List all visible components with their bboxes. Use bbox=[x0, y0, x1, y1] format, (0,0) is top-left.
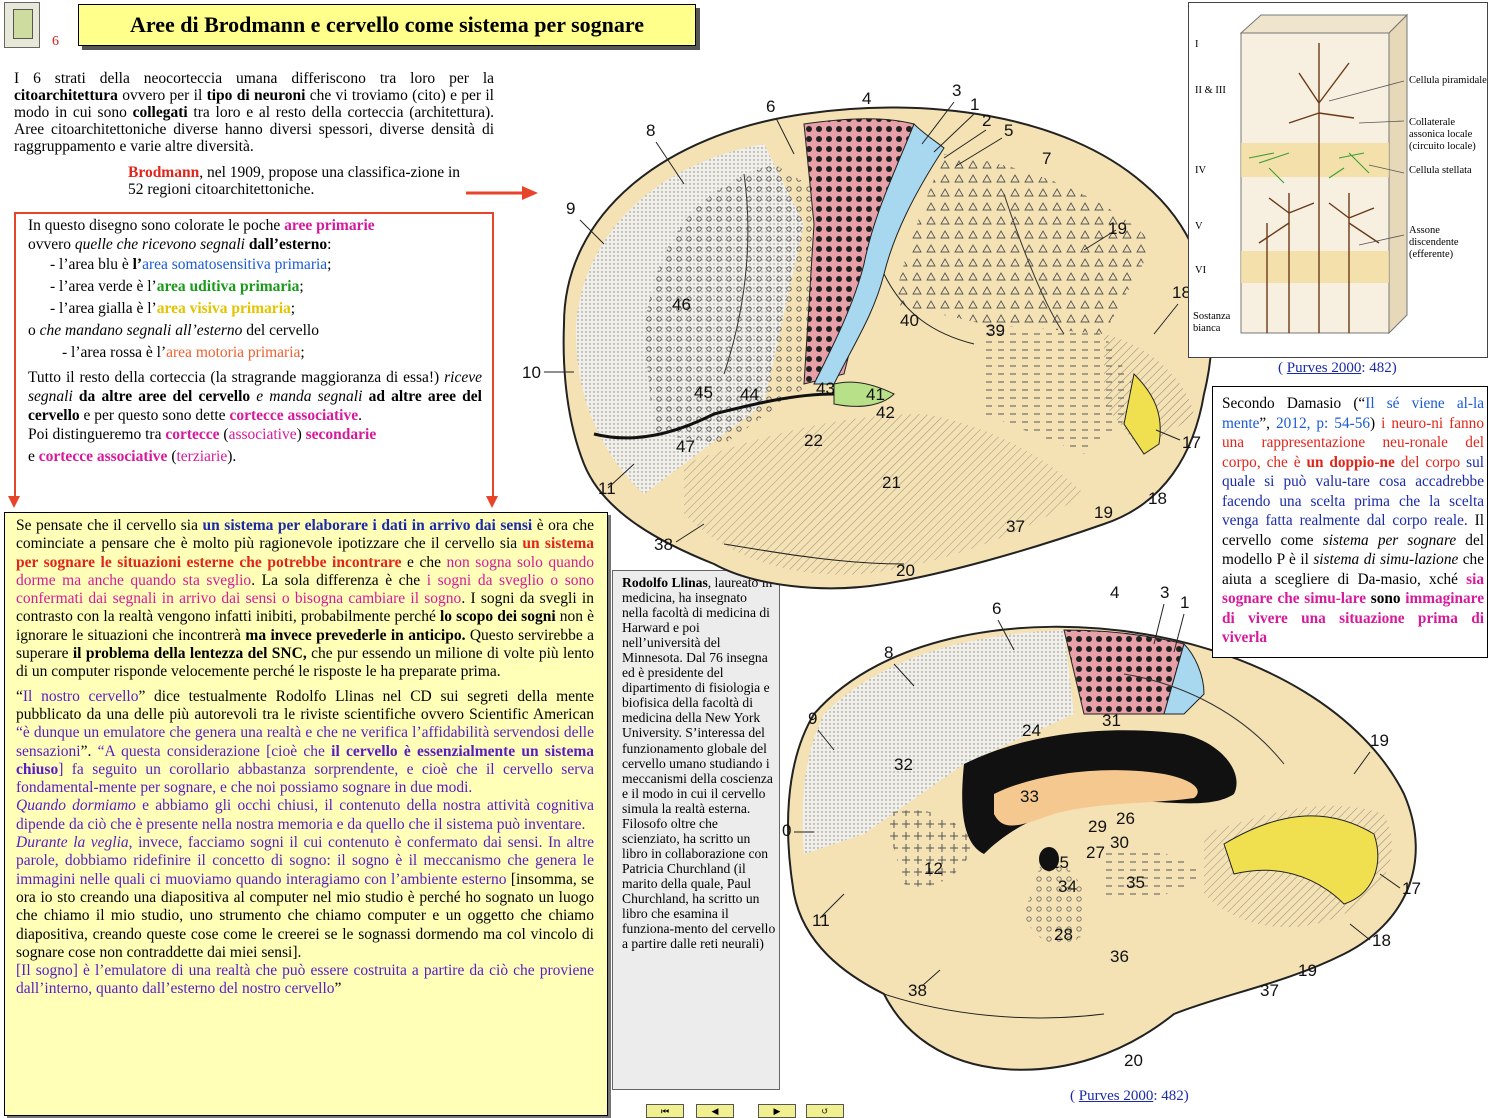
svg-text:45: 45 bbox=[694, 383, 713, 402]
svg-text:37: 37 bbox=[1260, 981, 1279, 1000]
svg-text:17: 17 bbox=[1402, 879, 1421, 898]
svg-text:20: 20 bbox=[896, 561, 915, 580]
primary-areas-box: In questo disegno sono colorate le poche… bbox=[14, 212, 494, 498]
svg-text:30: 30 bbox=[1110, 833, 1129, 852]
document-icon[interactable] bbox=[4, 2, 40, 48]
svg-text:10: 10 bbox=[522, 363, 541, 382]
svg-text:33: 33 bbox=[1020, 787, 1039, 806]
citation-top: ( Purves 2000: 482) bbox=[1278, 360, 1397, 376]
svg-text:44: 44 bbox=[740, 385, 759, 404]
layer-label-white-matter: Sostanza bianca bbox=[1193, 311, 1231, 334]
svg-text:3: 3 bbox=[952, 81, 961, 100]
svg-text:29: 29 bbox=[1088, 817, 1107, 836]
arrow-down-left bbox=[8, 496, 20, 508]
svg-text:8: 8 bbox=[646, 121, 655, 140]
medial-brain-view bbox=[787, 625, 1417, 1071]
svg-text:2: 2 bbox=[982, 111, 991, 130]
area-green-item: - l’area verde è l’area uditiva primaria… bbox=[50, 278, 304, 295]
svg-text:32: 32 bbox=[894, 755, 913, 774]
svg-text:26: 26 bbox=[1116, 809, 1135, 828]
layer-label-i: I bbox=[1195, 39, 1199, 50]
svg-text:0: 0 bbox=[782, 821, 791, 840]
svg-text:34: 34 bbox=[1058, 877, 1077, 896]
svg-text:46: 46 bbox=[672, 295, 691, 314]
svg-text:6: 6 bbox=[766, 97, 775, 116]
cortex-layers-figure: I II & III IV V VI Sostanza bianca Cellu… bbox=[1188, 2, 1488, 358]
svg-text:39: 39 bbox=[986, 321, 1005, 340]
svg-text:41: 41 bbox=[866, 385, 885, 404]
svg-text:43: 43 bbox=[816, 379, 835, 398]
label-pyramidal-cell: Cellula piramidale bbox=[1409, 75, 1487, 86]
damasio-box: Secondo Damasio (“Il sé viene al-la ment… bbox=[1212, 386, 1488, 658]
label-descending-axon: Assone discendente (efferente) bbox=[1409, 225, 1459, 260]
nav-next-button[interactable]: ▶ bbox=[758, 1104, 796, 1118]
svg-text:22: 22 bbox=[804, 431, 823, 450]
svg-text:19: 19 bbox=[1094, 503, 1113, 522]
lateral-brain-view bbox=[562, 106, 1213, 590]
svg-text:18: 18 bbox=[1148, 489, 1167, 508]
svg-text:9: 9 bbox=[566, 199, 575, 218]
brodmann-note: Brodmann, nel 1909, propose una classifi… bbox=[128, 164, 461, 198]
svg-text:3: 3 bbox=[1160, 583, 1169, 602]
citation-top-link[interactable]: Purves 2000 bbox=[1286, 360, 1362, 376]
label-local-collateral: Collaterale assonica locale (circuito lo… bbox=[1409, 117, 1476, 152]
svg-text:4: 4 bbox=[862, 89, 871, 108]
svg-text:19: 19 bbox=[1370, 731, 1389, 750]
area-red-item: - l’area rossa è l’area motoria primaria… bbox=[62, 344, 305, 361]
svg-text:47: 47 bbox=[676, 437, 695, 456]
svg-text:9: 9 bbox=[808, 709, 817, 728]
svg-text:18: 18 bbox=[1372, 931, 1391, 950]
layer-label-vi: VI bbox=[1195, 265, 1207, 276]
nav-prev-button[interactable]: ◀ bbox=[696, 1104, 734, 1118]
svg-text:1: 1 bbox=[1180, 593, 1189, 612]
layer-label-ii-iii: II & III bbox=[1195, 85, 1226, 96]
page-title: Aree di Brodmann e cervello come sistema… bbox=[78, 4, 696, 46]
label-stellate-cell: Cellula stellata bbox=[1409, 165, 1472, 176]
svg-text:25: 25 bbox=[1050, 853, 1069, 872]
llinas-bio-box: Rodolfo Llinas, laureato in medicina, ha… bbox=[612, 570, 780, 1090]
svg-text:42: 42 bbox=[876, 403, 895, 422]
svg-text:37: 37 bbox=[1006, 517, 1025, 536]
svg-text:35: 35 bbox=[1126, 873, 1145, 892]
svg-text:8: 8 bbox=[884, 643, 893, 662]
page-number: 6 bbox=[52, 34, 59, 49]
svg-text:24: 24 bbox=[1022, 721, 1041, 740]
svg-text:40: 40 bbox=[900, 311, 919, 330]
citation-bottom: ( Purves 2000: 482) bbox=[1070, 1088, 1189, 1104]
svg-text:19: 19 bbox=[1298, 961, 1317, 980]
svg-text:19: 19 bbox=[1108, 219, 1127, 238]
intro-paragraph: I 6 strati della neocorteccia umana diff… bbox=[14, 70, 494, 155]
layer-label-iv: IV bbox=[1195, 165, 1207, 176]
svg-text:6: 6 bbox=[992, 599, 1001, 618]
layer-label-v: V bbox=[1195, 221, 1203, 232]
svg-text:38: 38 bbox=[654, 535, 673, 554]
svg-text:18: 18 bbox=[1172, 283, 1191, 302]
svg-text:36: 36 bbox=[1110, 947, 1129, 966]
svg-text:7: 7 bbox=[1042, 149, 1051, 168]
arrow-down-right bbox=[486, 496, 498, 508]
citation-bottom-link[interactable]: Purves 2000 bbox=[1078, 1088, 1154, 1104]
nav-first-button[interactable]: ⏮ bbox=[646, 1104, 684, 1118]
svg-text:12: 12 bbox=[924, 859, 943, 878]
svg-text:5: 5 bbox=[1004, 121, 1013, 140]
svg-text:28: 28 bbox=[1054, 925, 1073, 944]
svg-text:11: 11 bbox=[598, 479, 616, 498]
svg-text:31: 31 bbox=[1102, 711, 1121, 730]
svg-text:21: 21 bbox=[882, 473, 901, 492]
area-blue-item: - l’area blu è l’area somatosensitiva pr… bbox=[50, 256, 332, 273]
arrow-to-brain bbox=[466, 186, 538, 200]
svg-text:27: 27 bbox=[1086, 843, 1105, 862]
dream-system-box: Se pensate che il cervello sia un sistem… bbox=[4, 512, 608, 1116]
svg-text:1: 1 bbox=[970, 95, 979, 114]
nav-back-button[interactable]: ↺ bbox=[806, 1104, 844, 1118]
svg-text:20: 20 bbox=[1124, 1051, 1143, 1070]
area-yellow-item: - l’area gialla è l’area visiva primaria… bbox=[50, 300, 296, 317]
svg-text:4: 4 bbox=[1110, 583, 1119, 602]
svg-text:11: 11 bbox=[812, 911, 830, 930]
svg-text:17: 17 bbox=[1182, 433, 1201, 452]
